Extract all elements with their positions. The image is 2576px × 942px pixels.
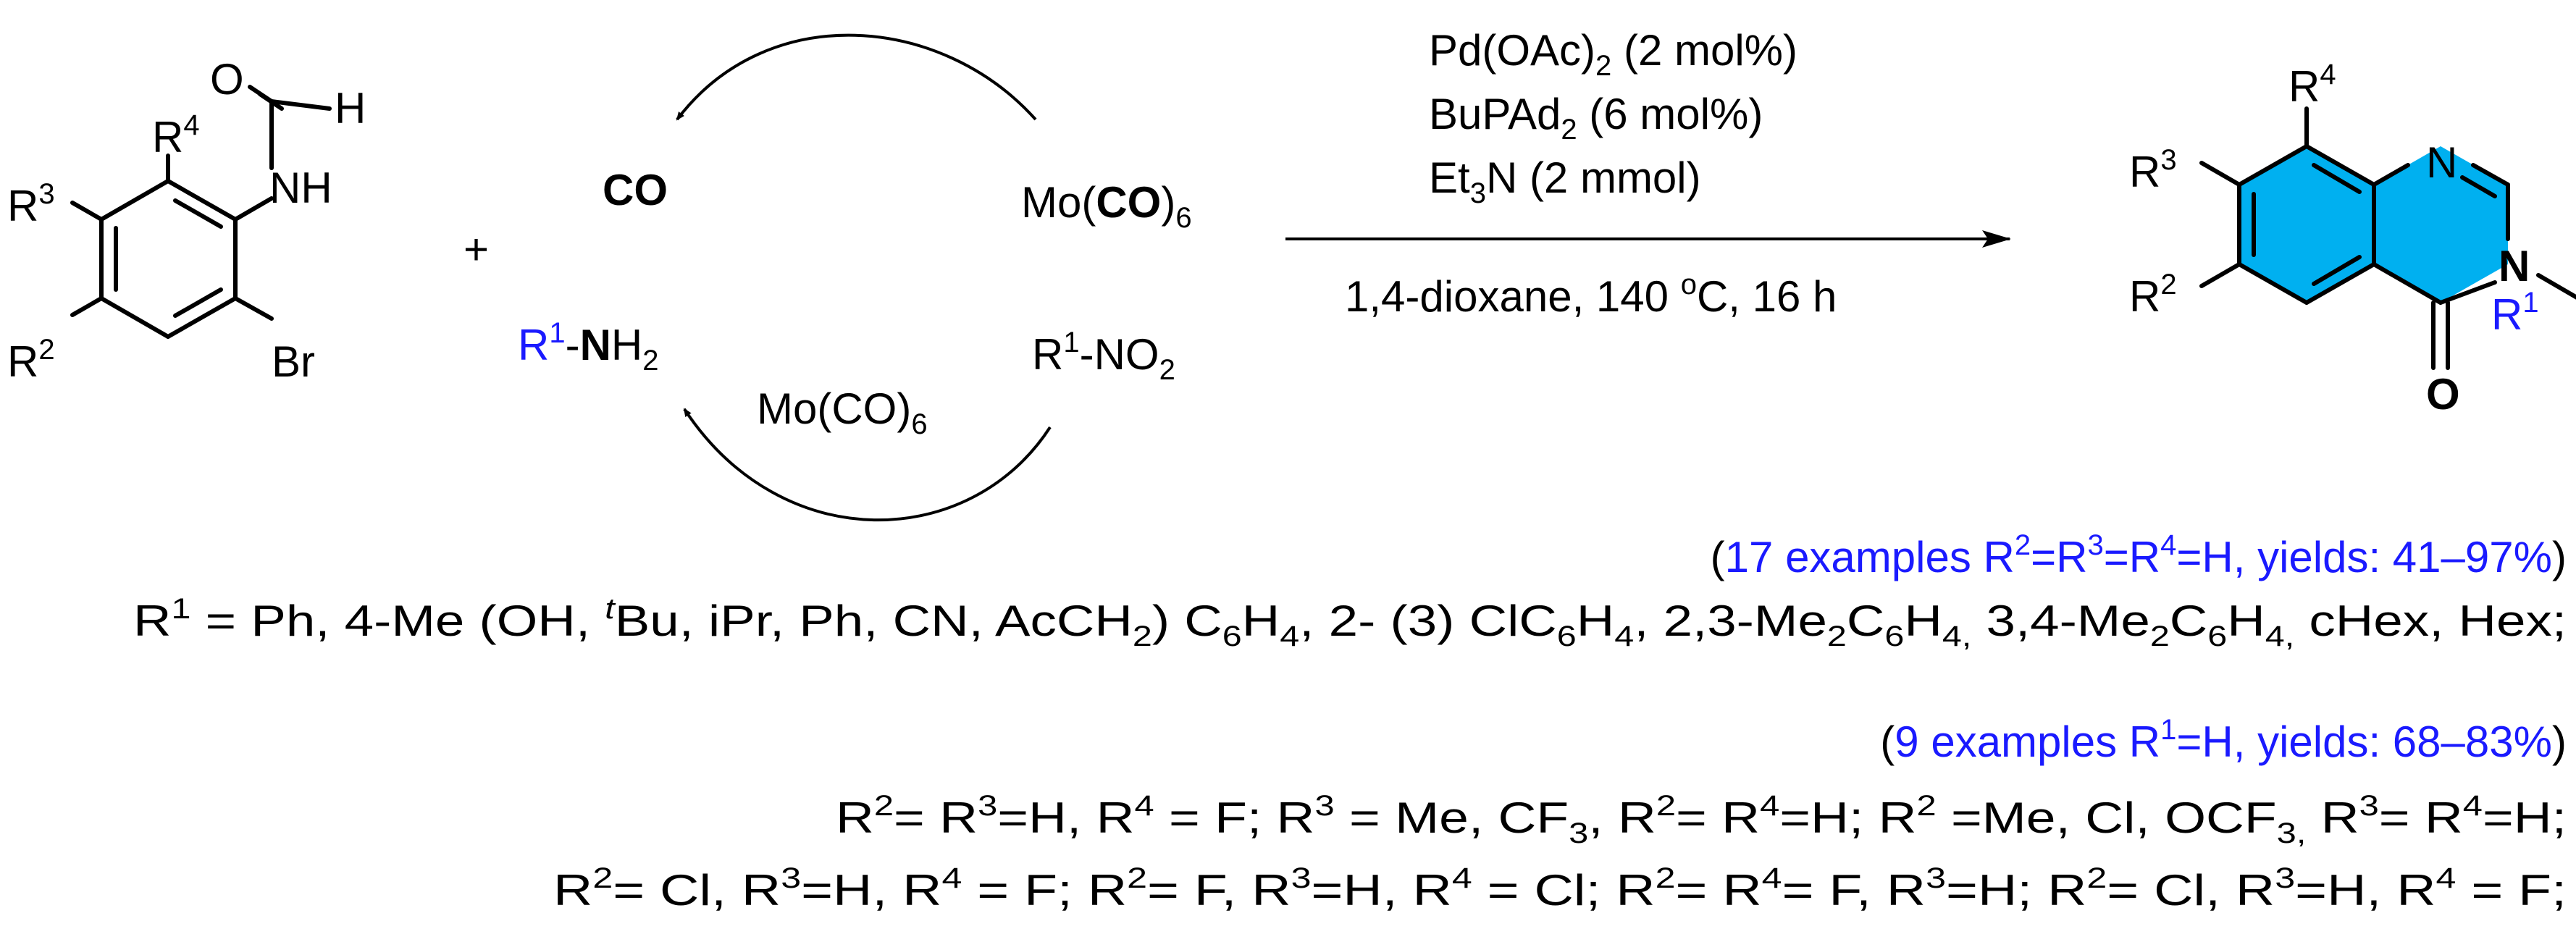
product-r2-label: R2: [2129, 269, 2177, 321]
co-cycle: CO Mo(CO)6 R1-NH2 R1-NO2 Mo(CO)6: [518, 33, 1192, 522]
nitro-label: R1-NO2: [1032, 327, 1175, 386]
reaction-arrow-group: Pd(OAc)2 (2 mol%) BuPAd2 (6 mol%) Et3N (…: [1285, 26, 2011, 321]
condition-ligand: BuPAd2 (6 mol%): [1429, 90, 1763, 146]
sm-r2-label: R2: [7, 334, 55, 386]
product: R4 N R3 N R1 R2 O: [2129, 59, 2576, 419]
sm-br-label: Br: [272, 337, 315, 386]
product-n3-label: N: [2499, 242, 2530, 290]
product-r1-label: R1: [2491, 287, 2539, 339]
scope-set1-header: (17 examples R2=R3=R4=H, yields: 41–97%): [1711, 529, 2567, 581]
scope-set2-header: (9 examples R1=H, yields: 68–83%): [1880, 714, 2567, 766]
starting-material: R4 O H NH R3 R2 Br: [7, 55, 366, 386]
product-ring-highlight: [2239, 146, 2374, 303]
condition-base: Et3N (2 mmol): [1429, 154, 1701, 209]
product-bonds: [2199, 106, 2576, 370]
product-n1-label: N: [2426, 138, 2457, 187]
sm-r3-label: R3: [7, 178, 55, 230]
mo-co6-bottom: Mo(CO)6: [757, 384, 928, 440]
condition-solvent-temp-time: 1,4-dioxane, 140 oC, 16 h: [1345, 269, 1837, 321]
mo-co6-top: Mo(CO)6: [1021, 178, 1192, 234]
product-r4-label: R4: [2288, 59, 2336, 111]
product-carbonyl-o-label: O: [2426, 370, 2460, 419]
cycle-arrow-bottom: [683, 408, 1052, 522]
cycle-arrow-top: [676, 33, 1037, 121]
sm-h-label: H: [335, 84, 366, 133]
product-r3-label: R3: [2129, 144, 2177, 196]
plus-sign: +: [463, 225, 489, 274]
amine-label: R1-NH2: [518, 317, 659, 377]
condition-catalyst: Pd(OAc)2 (2 mol%): [1429, 26, 1797, 82]
sm-o-label: O: [210, 55, 244, 104]
sm-r4-label: R4: [152, 109, 200, 161]
starting-material-bonds: [70, 85, 332, 339]
co-label: CO: [603, 166, 668, 214]
sm-nh-label: NH: [269, 164, 332, 212]
